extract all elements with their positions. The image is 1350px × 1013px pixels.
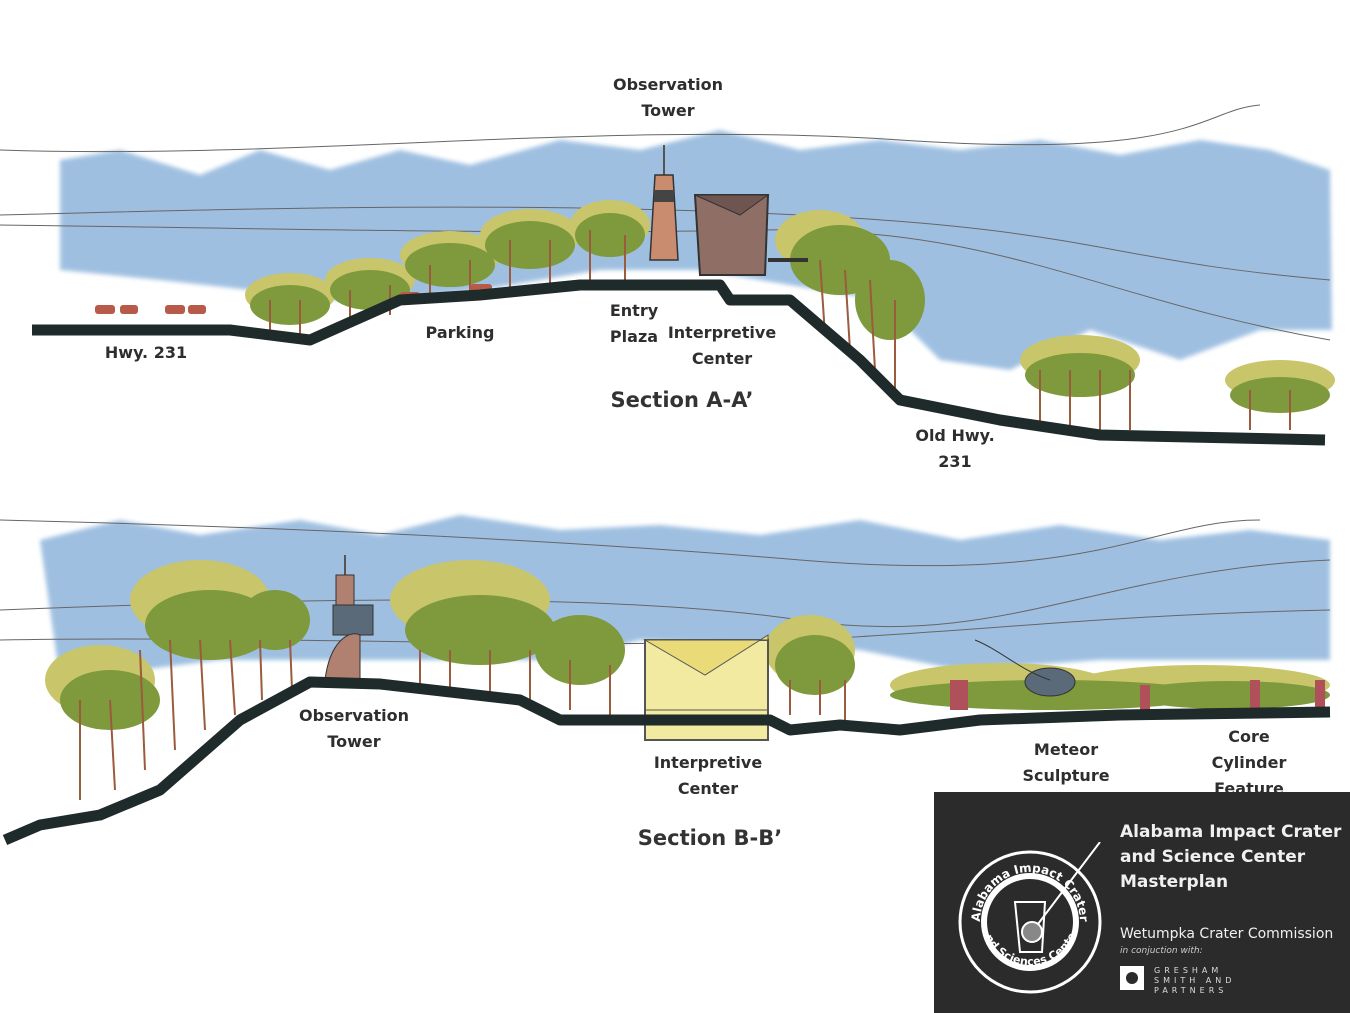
ground-profile-a [32,279,1326,446]
section-a-drawing [0,104,1335,446]
label-observation-tower-b: Observation Tower [298,706,410,751]
core-cylinders [1140,680,1325,710]
firm-name: GRESHAM SMITH AND PARTNERS [1154,966,1236,995]
logo-seal: Alabama Impact Crater and Sciences Cente… [950,842,1102,994]
conjunction-note: in conjuction with: [1120,946,1203,956]
tree-trunks-a [269,230,1291,430]
observation-tower-b [324,555,374,681]
meteor-sculpture-icon [950,639,1076,710]
section-b-title: Section B-B’ [637,826,783,850]
label-entry-plaza: Entry Plaza [609,301,659,346]
label-parking: Parking [425,323,495,342]
section-b-drawing [0,515,1331,846]
tree-canopy-a [245,200,1335,413]
sky-wash-b [40,515,1330,680]
sky-wash-a [60,130,1332,370]
label-interpretive-center-b: Interpretive Center [653,753,763,798]
label-meteor-sculpture: Meteor Sculpture [1022,740,1110,785]
label-hwy-231: Hwy. 231 [104,343,188,362]
label-observation-tower-a: Observation Tower [612,75,724,120]
interpretive-center-a [693,194,808,276]
title-block: Alabama Impact Crater and Sciences Cente… [934,792,1350,1013]
ground-profile-b [2,676,1331,846]
project-title: Alabama Impact Crater and Science Center… [1120,822,1342,892]
label-old-hwy-231: Old Hwy. 231 [915,426,995,471]
label-core-cylinder-feature: Core Cylinder Feature [1211,727,1287,798]
client-name: Wetumpka Crater Commission [1120,926,1334,942]
firm-logo-icon [1120,966,1144,990]
sketch-line [0,104,1261,153]
label-interpretive-center-a: Interpretive Center [667,323,777,368]
observation-tower-a [649,145,679,261]
section-a-title: Section A-A’ [610,388,754,412]
sketch-line [0,519,1261,567]
tree-canopy-b [45,560,1330,730]
